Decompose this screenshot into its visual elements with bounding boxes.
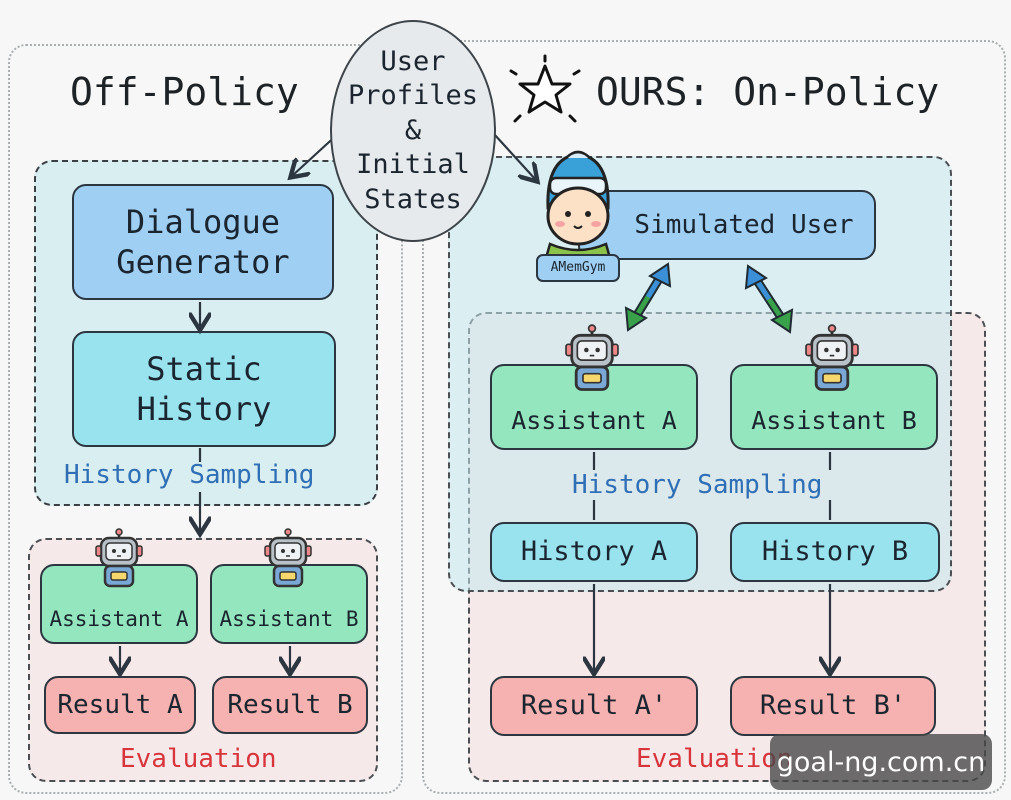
- user-profiles-ellipse: User Profiles & Initial States: [330, 20, 496, 242]
- amemgym-badge: AMemGym: [536, 254, 620, 282]
- double-arrow-icon: [620, 262, 676, 332]
- left-result-a-box: Result A: [44, 676, 196, 734]
- on-policy-panel: [422, 40, 1006, 794]
- watermark: goal-ng.com.cn: [770, 734, 992, 790]
- robot-icon: [562, 324, 622, 394]
- robot-icon: [93, 528, 145, 590]
- right-result-b-box: Result B': [730, 676, 936, 736]
- double-arrow-icon: [742, 264, 798, 334]
- left-result-b-box: Result B: [212, 676, 368, 734]
- on-policy-title: OURS: On-Policy: [596, 70, 940, 114]
- right-assistant-a-label: Assistant A: [511, 405, 677, 435]
- robot-icon: [262, 528, 314, 590]
- off-policy-panel: [8, 44, 403, 794]
- static-history-box: Static History: [72, 331, 336, 447]
- history-b-box: History B: [730, 522, 940, 582]
- right-history-sampling-label: History Sampling: [572, 470, 823, 500]
- left-evaluation-label: Evaluation: [120, 744, 277, 774]
- right-evaluation-label: Evaluation: [636, 744, 793, 774]
- history-a-box: History A: [490, 522, 698, 582]
- robot-icon: [802, 324, 862, 394]
- star-icon: [508, 54, 582, 128]
- off-policy-title: Off-Policy: [70, 70, 299, 114]
- simulated-user-box: Simulated User: [578, 190, 876, 260]
- simulated-user-avatar: [532, 138, 624, 278]
- left-assistant-b-label: Assistant B: [219, 606, 359, 631]
- left-assistant-a-label: Assistant A: [49, 606, 189, 631]
- left-history-sampling-label: History Sampling: [64, 460, 315, 490]
- right-assistant-b-label: Assistant B: [751, 405, 917, 435]
- dialogue-generator-box: Dialogue Generator: [72, 184, 334, 300]
- right-result-a-box: Result A': [490, 676, 698, 736]
